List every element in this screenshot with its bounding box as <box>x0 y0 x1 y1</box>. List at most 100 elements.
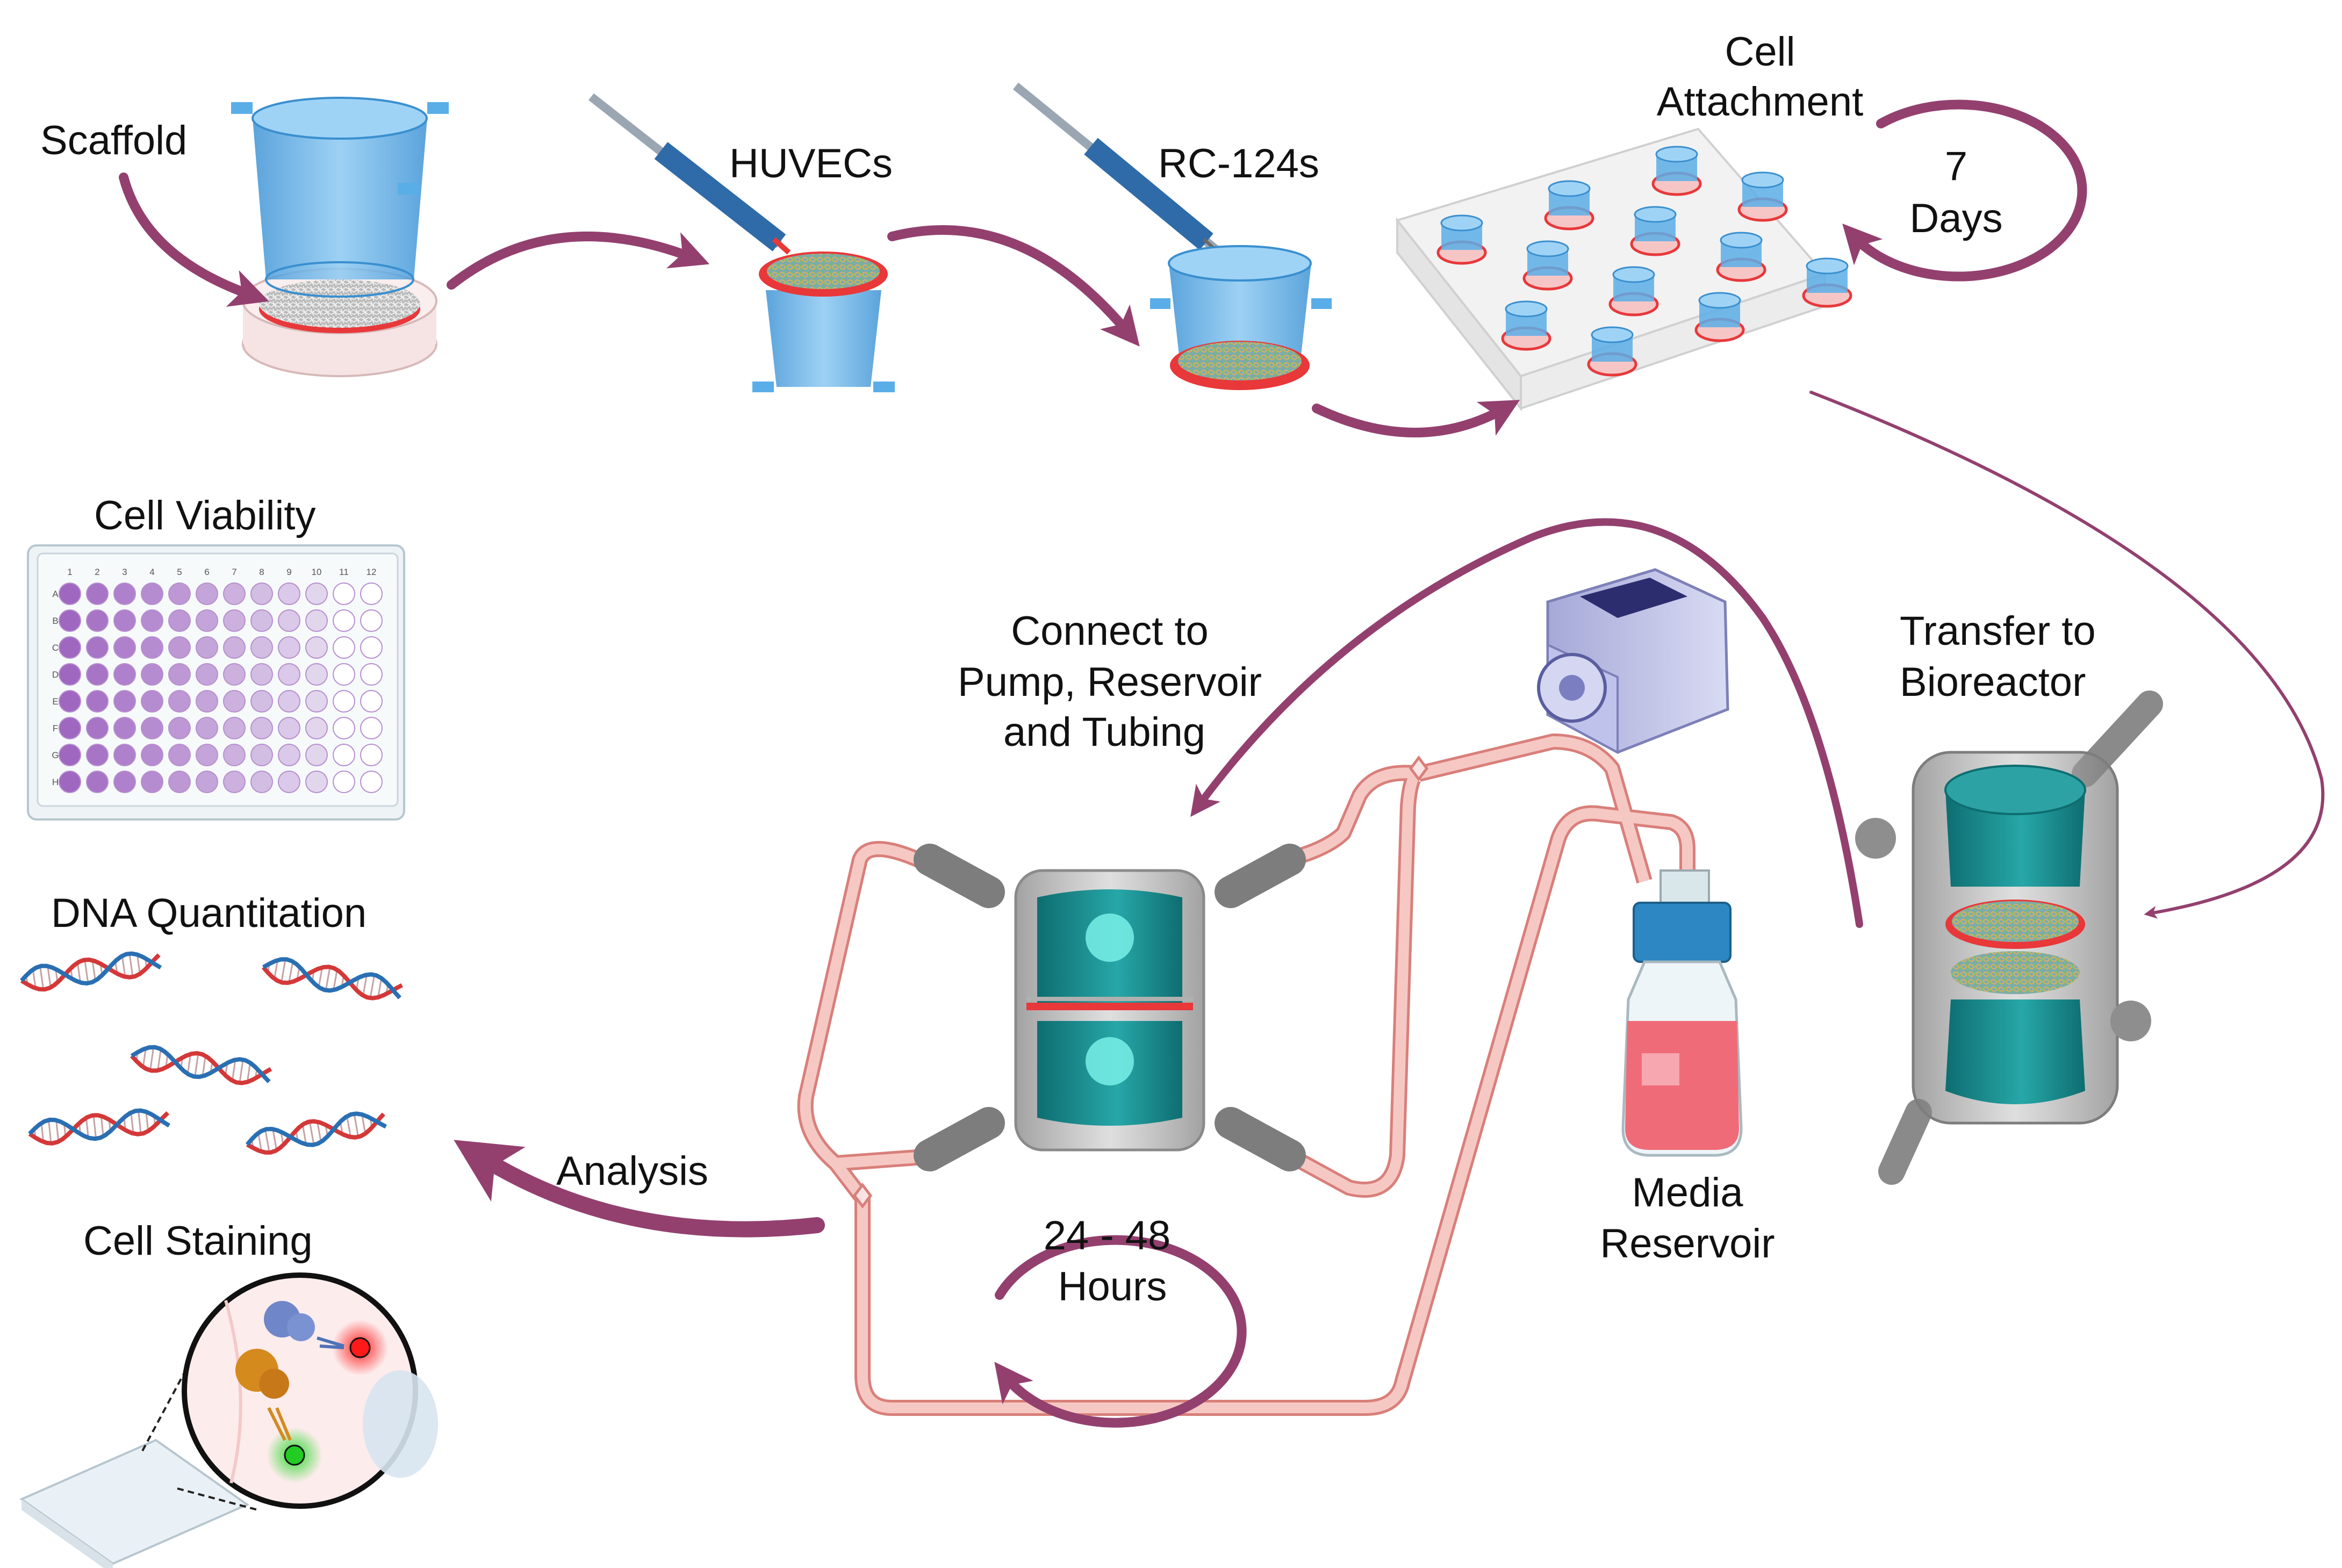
plate-well <box>223 771 246 793</box>
plate-well <box>59 690 81 713</box>
plate-well <box>360 636 383 659</box>
plate-column-header: 10 <box>312 567 322 577</box>
plate-well <box>141 636 163 659</box>
plate-well <box>196 609 218 632</box>
plate-well <box>305 690 328 713</box>
plate-well-insert-top <box>1634 206 1677 223</box>
plate-column-header: 5 <box>177 567 182 577</box>
plate-well <box>168 744 191 766</box>
plate-well <box>360 690 383 713</box>
plate-column-header: 3 <box>122 567 127 577</box>
cell-viability-label: Cell Viability <box>94 493 316 538</box>
plate-well <box>168 717 191 739</box>
plate-well <box>333 663 355 686</box>
hours-label-line1: 24 - 48 <box>1044 1213 1171 1258</box>
plate-well <box>250 582 273 605</box>
plate-well <box>196 582 218 605</box>
plate-well <box>168 609 191 632</box>
plate-well <box>333 771 355 793</box>
plate-well <box>141 744 163 766</box>
plate-well-insert-top <box>1440 214 1483 232</box>
plate-well <box>305 609 328 632</box>
plate-well <box>86 744 109 766</box>
plate-well <box>113 690 136 713</box>
plate-well <box>333 582 355 605</box>
cell-attachment-label-line2: Attachment <box>1657 79 1863 125</box>
plate-well <box>305 771 328 793</box>
plate-well <box>278 609 300 632</box>
plate-column-header: 1 <box>67 567 72 577</box>
plate-well <box>168 663 191 686</box>
plate-well <box>113 771 136 793</box>
cell-staining-label: Cell Staining <box>83 1218 313 1264</box>
plate-well <box>196 717 218 739</box>
dna-quantitation-label: DNA Quantitation <box>51 890 367 936</box>
plate-well-insert-top <box>1720 232 1763 249</box>
rc124-scaffold <box>1150 245 1332 390</box>
plate-well <box>250 609 273 632</box>
plate-well <box>250 717 273 739</box>
scaffold-holder <box>231 97 449 377</box>
scaffold-label: Scaffold <box>40 118 187 163</box>
plate-well <box>305 582 328 605</box>
seven-days-label-line1: 7 <box>1945 143 1967 189</box>
plate-column-header: 9 <box>286 567 291 577</box>
plate-well <box>113 744 136 766</box>
plate-row-header: B <box>52 616 58 626</box>
plate-well <box>278 717 300 739</box>
plate-well <box>333 717 355 739</box>
plate-well <box>223 744 246 766</box>
plate-well <box>333 744 355 766</box>
media-reservoir-bottle <box>1621 869 1743 1157</box>
plate-column-header: 2 <box>95 567 99 577</box>
plate-well <box>86 609 109 632</box>
plate-well <box>250 771 273 793</box>
cell-attachment-label-line1: Cell <box>1725 29 1795 75</box>
media-reservoir-label-line2: Reservoir <box>1600 1221 1775 1267</box>
plate-column-header: 7 <box>232 567 236 577</box>
huvecs-label: HUVECs <box>729 141 893 186</box>
plate-well <box>86 636 109 659</box>
plate-well <box>223 609 246 632</box>
plate-well <box>250 663 273 686</box>
plate-well <box>278 663 300 686</box>
plate-well <box>59 663 81 686</box>
tubing-circuit <box>797 733 1696 1416</box>
plate-well <box>86 582 109 605</box>
plate-well <box>196 690 218 713</box>
connect-label-line2: Pump, Reservoir <box>958 659 1262 705</box>
plate-well <box>333 609 355 632</box>
seven-days-label-line2: Days <box>1909 196 2002 241</box>
plate-well-insert-top <box>1526 240 1569 257</box>
plate-well <box>223 582 246 605</box>
dna-helix <box>261 957 404 1001</box>
hours-label-line2: Hours <box>1058 1264 1167 1310</box>
dna-helix <box>130 1045 272 1085</box>
plate-column-header: 8 <box>259 567 264 577</box>
plate-well <box>113 609 136 632</box>
plate-well <box>278 582 300 605</box>
plate-well-insert-top <box>1612 266 1655 283</box>
dna-helices <box>20 951 404 1155</box>
plate-well-insert-top <box>1591 326 1634 343</box>
dna-helix <box>20 951 162 992</box>
plate-well <box>141 663 163 686</box>
plate-column-header: 4 <box>149 567 154 577</box>
plate-column-header: 11 <box>339 567 349 577</box>
plate-row-header: A <box>52 589 59 599</box>
plate-well <box>360 744 383 766</box>
plate-well-insert-top <box>1741 171 1784 189</box>
plate-well <box>168 582 191 605</box>
plate-well <box>168 690 191 713</box>
plate-well <box>223 717 246 739</box>
plate-well <box>278 636 300 659</box>
plate-well-insert-top <box>1698 292 1741 309</box>
plate-well-insert-top <box>1548 180 1591 197</box>
huvec-syringe <box>588 93 791 255</box>
plate-well <box>360 771 383 793</box>
plate-well <box>59 609 81 632</box>
huvec-scaffold <box>752 251 895 392</box>
plate-well <box>250 690 273 713</box>
dna-helix <box>28 1108 170 1146</box>
